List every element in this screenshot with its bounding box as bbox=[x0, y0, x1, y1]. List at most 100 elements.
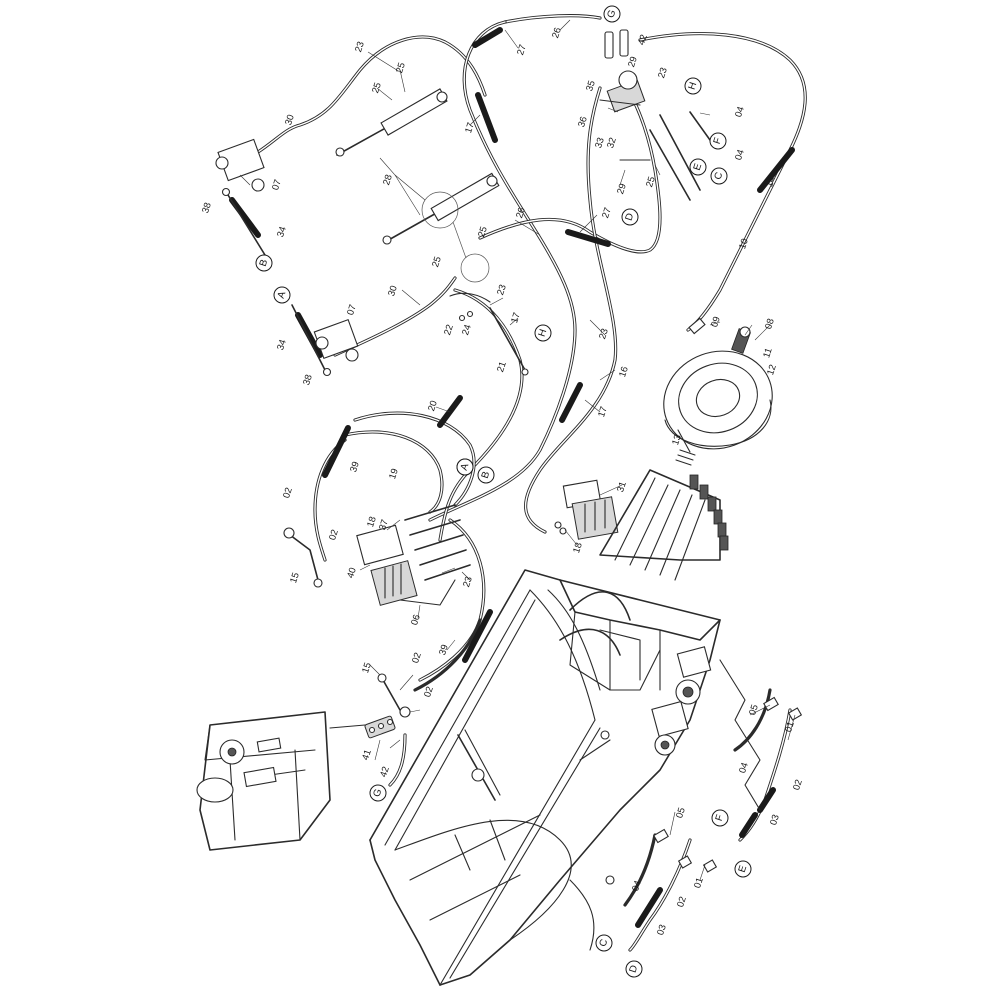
part-callout-35: 35 bbox=[584, 79, 598, 92]
part-callout-23: 23 bbox=[353, 40, 367, 53]
hose-sleeves bbox=[229, 27, 795, 928]
part-callout-18: 18 bbox=[571, 541, 585, 554]
part-callout-28: 28 bbox=[381, 173, 395, 186]
part-callout-02: 02 bbox=[327, 528, 341, 541]
svg-text:C: C bbox=[713, 171, 726, 181]
part-callout-04: 04 bbox=[733, 105, 747, 118]
part-callout-40: 40 bbox=[345, 566, 359, 579]
connector-f-marker: F bbox=[711, 809, 729, 827]
connector-b-marker: B bbox=[477, 466, 495, 484]
cable-reel bbox=[663, 326, 773, 466]
part-callout-25: 25 bbox=[430, 255, 444, 268]
connector-letter-markers: GHFCEDBAAHABGEFCD bbox=[255, 5, 752, 978]
part-callout-02: 02 bbox=[410, 651, 424, 664]
part-callout-29: 29 bbox=[615, 182, 629, 195]
part-callout-25: 25 bbox=[644, 175, 658, 188]
control-levers bbox=[599, 469, 729, 581]
part-callout-01: 01 bbox=[783, 720, 797, 733]
part-callout-41: 41 bbox=[360, 748, 374, 761]
connector-d-marker: D bbox=[621, 208, 639, 226]
part-callout-18: 18 bbox=[365, 515, 379, 528]
part-callout-15: 15 bbox=[360, 661, 374, 674]
part-callout-27: 27 bbox=[515, 43, 529, 56]
main-hopper-body bbox=[369, 569, 761, 986]
part-callout-05: 05 bbox=[747, 703, 761, 716]
part-callout-17: 17 bbox=[463, 121, 477, 134]
connector-h-marker: H bbox=[684, 77, 702, 95]
part-callout-42: 42 bbox=[378, 765, 392, 778]
part-callout-33: 33 bbox=[593, 136, 607, 149]
part-callout-31: 31 bbox=[615, 480, 629, 493]
connector-e-marker: E bbox=[689, 158, 707, 176]
svg-text:A: A bbox=[459, 462, 472, 472]
connector-a-marker: A bbox=[456, 458, 474, 476]
part-callout-36: 36 bbox=[576, 115, 590, 128]
part-callout-02: 02 bbox=[675, 895, 689, 908]
part-callout-15: 15 bbox=[288, 571, 302, 584]
svg-text:E: E bbox=[737, 864, 750, 874]
part-callout-23: 23 bbox=[495, 283, 509, 296]
part-callout-23: 23 bbox=[656, 66, 670, 79]
part-callout-37: 37 bbox=[377, 518, 391, 531]
part-callout-07: 07 bbox=[345, 303, 359, 316]
part-callout-02: 02 bbox=[791, 778, 805, 791]
part-callout-24: 24 bbox=[460, 323, 474, 336]
part-callout-03: 03 bbox=[655, 923, 669, 936]
part-callout-06: 06 bbox=[409, 613, 423, 626]
connector-b-marker: B bbox=[255, 254, 273, 272]
part-callout-09: 09 bbox=[709, 315, 723, 328]
connector-d-marker: D bbox=[625, 960, 643, 978]
part-callout-32: 32 bbox=[605, 136, 619, 149]
connector-c-marker: C bbox=[710, 167, 728, 185]
connector-g-marker: G bbox=[369, 784, 387, 802]
part-callout-02: 02 bbox=[422, 685, 436, 698]
svg-text:G: G bbox=[372, 787, 385, 798]
part-callout-25: 25 bbox=[394, 61, 408, 74]
part-callout-17: 17 bbox=[596, 405, 610, 418]
part-callout-21: 21 bbox=[495, 360, 509, 373]
part-callout-30: 30 bbox=[386, 284, 400, 297]
svg-text:D: D bbox=[628, 964, 641, 974]
part-callout-01: 01 bbox=[692, 876, 706, 889]
part-callout-23: 23 bbox=[597, 327, 611, 340]
leader-lines bbox=[239, 19, 796, 881]
part-callout-07: 07 bbox=[270, 178, 284, 191]
part-callout-22: 22 bbox=[442, 323, 456, 336]
svg-text:H: H bbox=[687, 81, 700, 91]
connector-h-marker: H bbox=[534, 324, 552, 342]
part-callout-08: 08 bbox=[763, 317, 777, 330]
part-callout-38: 38 bbox=[301, 373, 315, 386]
part-callout-04: 04 bbox=[630, 879, 644, 892]
connector-g-marker: G bbox=[603, 5, 621, 23]
svg-text:F: F bbox=[712, 136, 724, 145]
part-callout-27: 27 bbox=[600, 206, 614, 219]
svg-text:E: E bbox=[692, 162, 705, 172]
part-callout-12: 12 bbox=[765, 363, 779, 376]
part-callout-29: 29 bbox=[626, 55, 640, 68]
connector-e-marker: E bbox=[734, 860, 752, 878]
part-callout-04: 04 bbox=[733, 148, 747, 161]
part-callout-42: 42 bbox=[636, 33, 650, 46]
part-callout-16: 16 bbox=[617, 365, 631, 378]
connector-c-marker: C bbox=[595, 934, 613, 952]
part-callout-39: 39 bbox=[348, 460, 362, 473]
svg-text:H: H bbox=[537, 328, 550, 338]
part-callout-05: 05 bbox=[674, 806, 688, 819]
part-callout-26: 26 bbox=[550, 26, 564, 39]
part-callout-20: 20 bbox=[426, 399, 440, 412]
fittings-lower-right bbox=[653, 696, 803, 873]
part-callout-03: 03 bbox=[768, 813, 782, 826]
part-callout-25: 25 bbox=[370, 81, 384, 94]
svg-text:A: A bbox=[276, 290, 289, 300]
part-callout-39: 39 bbox=[437, 643, 451, 656]
svg-text:F: F bbox=[714, 813, 726, 822]
part-callout-34: 34 bbox=[275, 225, 289, 238]
part-callout-38: 38 bbox=[200, 201, 214, 214]
part-callout-10: 10 bbox=[737, 237, 751, 250]
part-callout-11: 11 bbox=[761, 347, 775, 360]
svg-text:B: B bbox=[258, 258, 271, 268]
valve-manifold bbox=[283, 479, 619, 606]
part-callout-23: 23 bbox=[461, 575, 475, 588]
